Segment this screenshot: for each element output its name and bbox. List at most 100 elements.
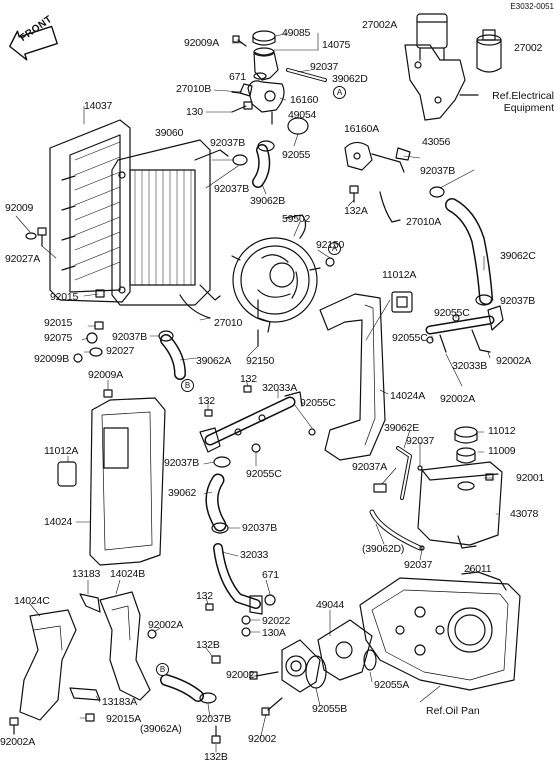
callout-label: 92055C (246, 468, 282, 480)
callout-label: 11009 (488, 445, 516, 457)
oring-671-top (254, 73, 266, 79)
callout-label: 92055A (374, 679, 410, 691)
washer-92022 (242, 616, 250, 624)
callout-label: 92055C (392, 332, 428, 344)
thermo-switch-16160a (345, 142, 404, 172)
shroud-14037 (50, 120, 130, 302)
callout-label: 132 (198, 395, 215, 407)
callout-label: 92037B (420, 165, 456, 177)
callout-label: 14024A (390, 390, 426, 402)
bolt-92002-a (250, 672, 278, 679)
callout-label: 92009A (88, 369, 124, 381)
callout-label: (39062A) (140, 723, 182, 735)
ref-oil-pan: Ref.Oil Pan (426, 705, 480, 717)
marker-b-upper: B (181, 379, 194, 392)
bolt-92009b (74, 354, 82, 362)
oring-92055c-b (427, 337, 433, 343)
callout-label: 92055C (434, 307, 470, 319)
bolt-92015-b (95, 322, 103, 329)
callout-label: 14024C (14, 595, 50, 607)
bolt-132-b (205, 410, 212, 416)
electrical-bracket (405, 45, 478, 120)
bracket-13183a (70, 688, 100, 700)
callout-label: 92055B (312, 703, 348, 715)
callout-label: 14024 (44, 516, 73, 528)
bolt-92015-a (96, 290, 104, 297)
pipe-32033a (200, 392, 302, 452)
callout-label: 27002A (362, 19, 398, 31)
bracket-13183 (80, 594, 100, 612)
bolt-92009a-mid (104, 390, 112, 397)
callout-label: 92075 (44, 332, 73, 344)
duct-14024 (90, 398, 165, 565)
callout-label: 27010 (214, 317, 243, 329)
marker-a-mid: A (328, 242, 341, 255)
clamp-92037b-right1 (430, 187, 444, 197)
cover-14024b (100, 592, 150, 700)
callout-label: (39062D) (362, 543, 405, 555)
callout-label: 92037B (214, 183, 250, 195)
callout-label: 13183 (72, 568, 101, 580)
callout-label: 32033 (240, 549, 269, 561)
callout-label: 92037B (112, 331, 148, 343)
clamp-92037b-g (200, 693, 216, 703)
radiator-39060 (112, 140, 228, 305)
callout-label: 14075 (322, 39, 351, 51)
callout-label: 92037B (164, 457, 200, 469)
callout-label: 27010A (406, 216, 442, 228)
pipe-32033b (430, 306, 503, 352)
callout-label: 92037 (404, 559, 433, 571)
callout-label: 92015 (44, 317, 73, 329)
wire-27010 (180, 295, 210, 318)
callout-label: 43078 (510, 508, 539, 520)
pipe-39062d (288, 70, 325, 80)
callout-label: 92002A (440, 393, 476, 405)
fan-59502 (232, 215, 320, 332)
wire-27010a (380, 192, 400, 222)
clip-92037-a (418, 466, 422, 470)
callout-label: 49085 (282, 27, 311, 39)
callout-label: 92002A (0, 736, 36, 748)
callout-label: 92150 (246, 355, 275, 367)
duct-14024a (320, 294, 385, 460)
callout-label: 92002 (226, 669, 255, 681)
oring-92055c-c (309, 429, 315, 435)
callout-label: 132A (344, 205, 368, 217)
bolt-92015a (86, 714, 94, 721)
hose-39062d-lower (372, 512, 420, 548)
callout-label: 39062B (250, 195, 286, 207)
callout-label: 16160A (344, 123, 380, 135)
callout-label: 92055 (282, 149, 311, 161)
bolt-132-a (244, 386, 251, 392)
callout-label: 32033A (262, 382, 298, 394)
callout-label: 43056 (422, 136, 451, 148)
callout-label: 27010B (176, 83, 212, 95)
hose-39062 (212, 480, 220, 525)
diagram-code: E3032-0051 (510, 2, 554, 11)
callout-label: 39062C (500, 250, 536, 262)
ref-electrical-equipment: Ref.Electrical Equipment (478, 90, 554, 114)
bolt-132b-a (212, 656, 220, 663)
callout-label: 39062A (196, 355, 232, 367)
bolt-92002-b (262, 698, 282, 715)
callout-label: 92037B (210, 137, 246, 149)
callout-label: 132 (196, 590, 213, 602)
bolt-130a (242, 628, 250, 636)
bolt-132a-1 (350, 186, 358, 202)
oring-92055a (364, 650, 376, 670)
reservoir-43078 (418, 462, 502, 548)
callout-label: 92037A (352, 461, 388, 473)
callout-label: 92015 (50, 291, 79, 303)
bolt-92009a-top (233, 36, 246, 46)
callout-label: 92150 (316, 239, 345, 251)
clamp-92037b-a (233, 155, 247, 165)
cover-14024c (20, 610, 76, 720)
callout-label: 39060 (155, 127, 184, 139)
sensor-27010b (232, 84, 252, 96)
marker-a-top: A (333, 86, 346, 99)
cap-11009 (457, 448, 475, 463)
callout-label: 49044 (316, 599, 345, 611)
callout-label: 92009 (5, 202, 34, 214)
filler-neck (248, 48, 284, 124)
